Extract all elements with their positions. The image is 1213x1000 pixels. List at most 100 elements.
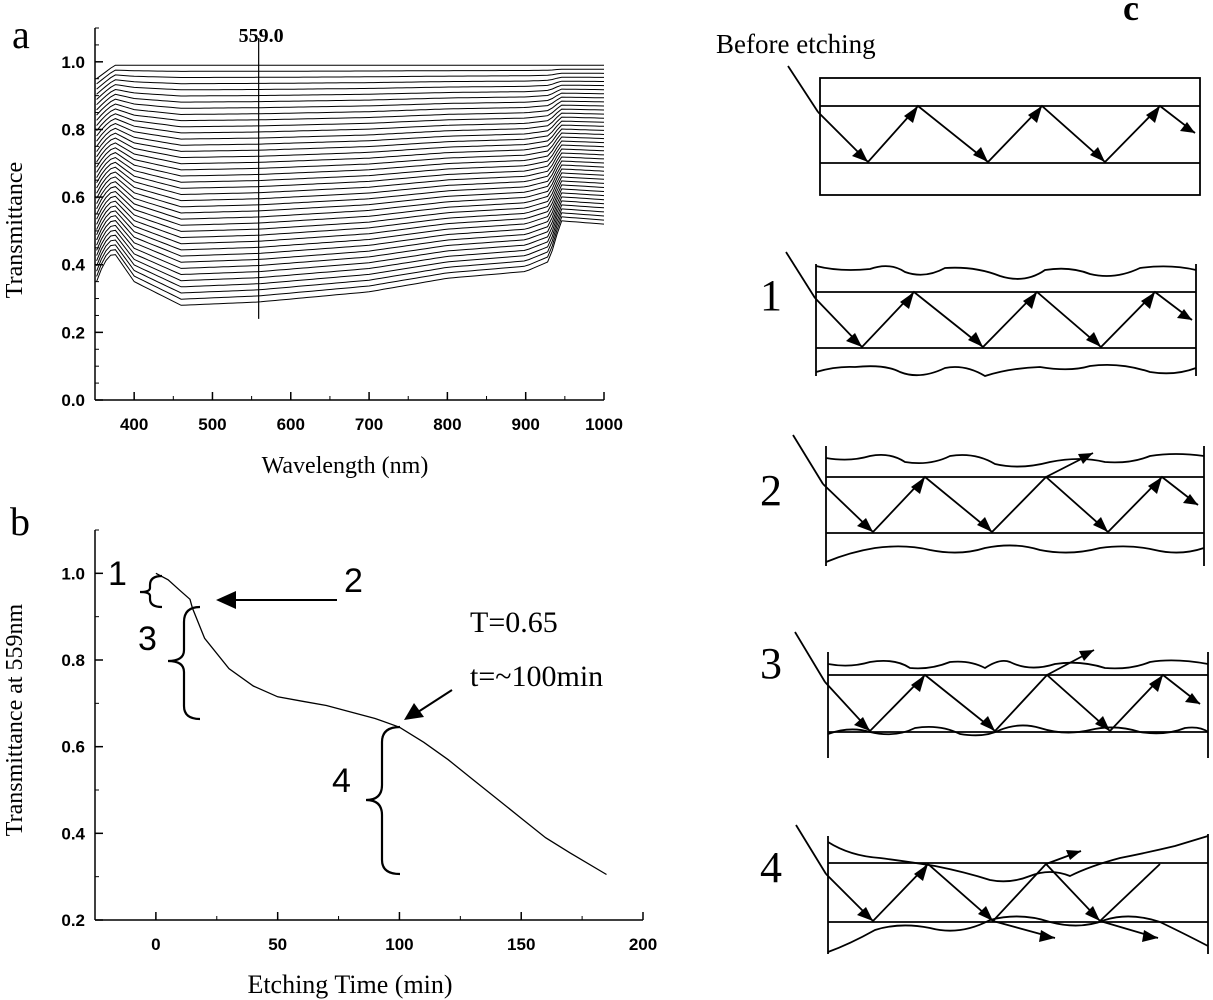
panel-a-spectrum-line [96,128,605,165]
panel-a-series [96,64,605,306]
stage-2-schematic-label: 2 [760,466,782,515]
panel-a-spectrum-line [96,104,605,132]
rough-top-surface [827,659,1209,670]
panel-c-label: c [1123,0,1139,28]
panel-a-spectrum-line [96,100,605,126]
panel-b-series-line [155,572,607,876]
panel-a-spectrum-line [96,120,605,152]
panel-a-spectrum-line [96,180,605,245]
rough-top-surface [815,265,1197,280]
panel-a-x-tick-label: 700 [355,415,383,434]
fiber-stage-2 [792,434,1205,566]
panel-c: c Before etching 1 2 [716,0,1209,954]
brace-3 [167,605,201,721]
stage-2-arrow [216,591,337,609]
panel-a-spectrum-line [96,164,605,220]
panel-a-spectrum-line [96,204,605,282]
panel-a-y-tick-label: 0.4 [61,256,85,275]
panel-b-x-tick-label: 200 [629,935,657,954]
zigzag-ray [824,673,1201,733]
rough-bottom-surface [825,544,1205,563]
zigzag-ray [814,290,1193,349]
panel-b-y-tick-label: 0.8 [61,651,85,670]
panel-b-x-tick-label: 50 [268,935,287,954]
threshold-time: t=~100min [470,660,603,693]
rough-bottom-surface [827,915,1209,953]
fiber-before-etching [787,65,1201,196]
panel-b-x-tick-label: 150 [507,935,535,954]
panel-a-xlabel: Wavelength (nm) [262,453,429,479]
panel-a-spectrum-line [96,136,605,177]
panel-a-spectrum-line [96,140,605,183]
panel-a-spectrum-line [96,156,605,208]
incident-ray [787,65,819,113]
panel-a-x-tick-label: 400 [120,415,148,434]
panel-a-y-tick-label: 0.8 [61,120,85,139]
panel-a-spectrum-line [96,144,605,189]
zigzag-ray [822,475,1199,534]
incident-ray [794,631,826,683]
stage-4-label: 4 [332,762,351,800]
threshold-arrow [404,689,453,720]
panel-a-x-tick-label: 900 [512,415,540,434]
rough-top-surface [825,453,1205,468]
panel-a-y-tick-label: 0.2 [61,323,85,342]
panel-b-ylabel: Transmittance at 559nm [2,603,28,836]
panel-a-spectrum-line [96,212,605,294]
panel-a-y-tick-label: 1.0 [61,53,85,72]
panel-a-spectrum-line [96,172,605,232]
panel-b-x-tick-label: 0 [151,935,160,954]
brace-4 [365,725,401,876]
stage-3-label: 3 [138,620,157,658]
stage-1-schematic-label: 1 [760,271,782,320]
panel-a-spectrum-line [96,80,604,100]
threshold-t-value: T=0.65 [470,606,558,639]
panel-a-spectrum-line [96,68,604,85]
zigzag-ray [817,104,1196,164]
panel-b-xlabel: Etching Time (min) [247,970,452,999]
panel-a-y-tick-label: 0.0 [61,391,85,410]
panel-a-spectrum-line [96,152,605,202]
panel-b-y-tick-label: 1.0 [61,564,85,583]
zigzag-ray [825,862,1161,923]
panel-a-spectrum-line [96,168,605,226]
rough-bottom-surface [827,724,1209,737]
panel-a-label: a [12,12,30,57]
rough-bottom-surface [815,363,1197,377]
panel-a-spectrum-line [96,72,605,90]
incident-ray [792,434,824,485]
panel-a-spectrum-line [96,192,605,263]
panel-a-spectrum-line [96,208,605,288]
panel-a-y-tick-label: 0.6 [61,188,85,207]
panel-a-spectrum-line [96,160,605,214]
panel-a-spectrum-line [96,132,605,171]
panel-a-spectrum-line [96,116,605,147]
panel-a-spectrum-line [96,88,605,111]
incident-ray [785,251,816,299]
incident-ray [795,824,827,875]
panel-a-spectrum-line [96,64,604,80]
panel-a-spectrum-line [96,148,605,196]
stage-4-schematic-label: 4 [760,843,782,892]
panel-a-x-tick-label: 600 [277,415,305,434]
panel-b-y-tick-label: 0.2 [61,911,85,930]
panel-a-spectrum-line [96,176,605,239]
stage-1-label: 1 [108,555,127,593]
panel-a-marker-label: 559.0 [239,25,284,47]
panel-a-spectrum-line [96,196,605,269]
fiber-stage-1 [785,251,1197,377]
panel-a-spectrum-line [96,96,605,121]
panel-a-x-tick-label: 500 [198,415,226,434]
panel-a-spectrum-line [96,188,605,257]
panel-b-x-tick-label: 100 [385,935,413,954]
panel-a-spectrum-line [96,124,605,158]
brace-1 [139,574,163,609]
panel-a-spectrum-line [96,108,605,137]
cladding-box [819,77,1201,196]
panel-a-spectrum-line [96,216,605,300]
